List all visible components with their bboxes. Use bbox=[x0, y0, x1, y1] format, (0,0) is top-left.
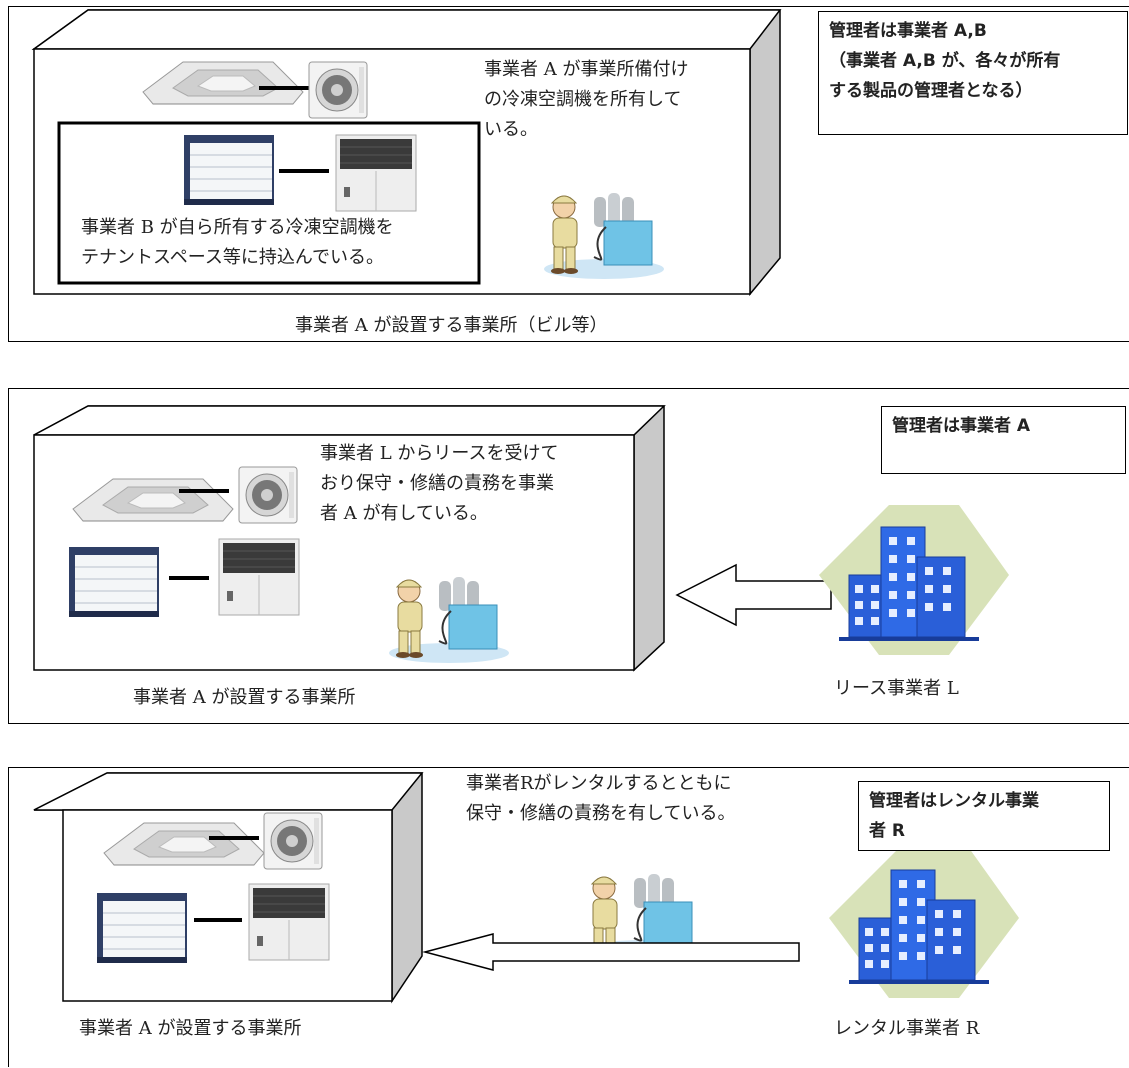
office-caption: 事業者 A が設置する事業所 bbox=[79, 1018, 302, 1039]
office-building-icon bbox=[828, 847, 1020, 999]
manager-box: 管理者は事業者 A bbox=[881, 406, 1126, 474]
scenario-panel-owned: 事業者 A が事業所備付け の冷凍空調機を所有して いる。 事業者 B が自ら所… bbox=[8, 6, 1129, 342]
outdoor-fan-unit-icon bbox=[238, 466, 298, 524]
provider-caption: リース事業者 L bbox=[834, 678, 959, 699]
manager-box: 管理者は事業者 A,B （事業者 A,B が、各々が所有 する製品の管理者となる… bbox=[818, 11, 1128, 135]
showcase-refrigerator-icon bbox=[96, 892, 188, 964]
provider-caption: レンタル事業者 R bbox=[834, 1018, 980, 1039]
office-caption: 事業者 A が設置する事業所 bbox=[133, 687, 356, 708]
scenario-panel-lease: 事業者 L からリースを受けて おり保守・修繕の責務を事業 者 A が有している… bbox=[8, 388, 1129, 724]
office-caption: 事業者 A が設置する事業所（ビル等） bbox=[295, 315, 608, 336]
scenario-panel-rental: 事業者Rがレンタルするとともに 保守・修繕の責務を有している。 事業者 A が設… bbox=[8, 767, 1129, 1067]
owner-note: 事業者Rがレンタルするとともに 保守・修繕の責務を有している。 bbox=[466, 773, 736, 824]
outdoor-fan-unit-icon bbox=[263, 812, 323, 870]
showcase-refrigerator-icon bbox=[68, 546, 160, 618]
office-building-box bbox=[33, 405, 1010, 672]
office-building-icon bbox=[818, 504, 1010, 656]
tenant-note: 事業者 B が自ら所有する冷凍空調機を テナントスペース等に持込んでいる。 bbox=[81, 217, 394, 268]
office-building-box bbox=[31, 9, 782, 297]
arrow-left-icon bbox=[675, 563, 832, 627]
condensing-unit-icon bbox=[335, 134, 417, 212]
showcase-refrigerator-icon bbox=[183, 134, 275, 206]
outdoor-fan-unit-icon bbox=[308, 61, 368, 119]
arrow-left-icon bbox=[422, 933, 800, 971]
condensing-unit-icon bbox=[218, 538, 300, 616]
manager-box: 管理者はレンタル事業 者 R bbox=[858, 781, 1110, 851]
condensing-unit-icon bbox=[248, 883, 330, 961]
owner-note: 事業者 L からリースを受けて おり保守・修繕の責務を事業 者 A が有している… bbox=[320, 443, 559, 524]
owner-note: 事業者 A が事業所備付け の冷凍空調機を所有して いる。 bbox=[484, 59, 689, 140]
office-building-box bbox=[33, 772, 1020, 1004]
